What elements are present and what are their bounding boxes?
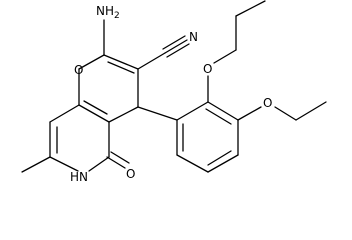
bond-ph2-ph3: [207, 101, 239, 121]
bond-nitrile-1: [164, 39, 188, 54]
bond-o1-c2: [78, 54, 105, 70]
label-ether-o1: O: [203, 62, 212, 76]
label-lactam-nh: HN: [70, 170, 88, 184]
atom-labels: NH2 N O O O HN O: [70, 4, 272, 184]
ethoxy-bonds: [207, 0, 327, 121]
bond-c3-cn: [137, 52, 166, 70]
bond-c2-c3-double: [107, 61, 135, 74]
bond-ph1-ph2: [176, 101, 209, 121]
bond-c4-ph: [137, 106, 178, 121]
bond-c4-c4a: [108, 106, 139, 123]
bond-c5-o-double: [110, 151, 130, 164]
bond-ph5-ph6: [176, 154, 209, 173]
label-carbonyl-o: O: [126, 167, 135, 181]
bond-c5-o: [106, 156, 126, 169]
bond-ph4-ph5-double: [207, 150, 232, 166]
bond-c7-methyl: [21, 156, 51, 173]
pyridinone-ring-bonds: [21, 104, 130, 173]
substituent-bonds: [103, 19, 190, 70]
bond-c8a-c8: [49, 104, 80, 123]
phenyl-ring-bonds: [137, 101, 239, 173]
bond-ph4-ph5: [207, 154, 239, 173]
molecule-drawing: NH2 N O O O HN O: [21, 0, 327, 184]
label-nitrile-n: N: [189, 30, 198, 44]
bond-c4a-c8a-double: [83, 100, 108, 115]
label-ether-o2: O: [263, 96, 272, 110]
bond-nitrile-3: [166, 43, 190, 58]
bond-ch3-tip-a: [235, 0, 266, 17]
bond-nitrile-2: [162, 35, 186, 50]
label-amino: NH2: [96, 4, 120, 21]
bond-c4a-c8a: [78, 104, 110, 123]
bond-ph3-o: [237, 106, 262, 121]
bond-c2-c3: [103, 54, 139, 70]
pyran-ring-bonds: [78, 54, 139, 123]
label-ring-o: O: [74, 63, 83, 77]
structure-canvas: NH2 N O O O HN O: [21, 0, 327, 184]
bond-ph2-ph3-double: [205, 108, 232, 125]
bond-c7-n6: [49, 156, 79, 172]
bond-ch2-ch3-b: [295, 101, 327, 121]
bond-o-ch2-b: [274, 106, 297, 121]
bond-n6-c5: [88, 156, 110, 172]
bond-o-ch2-a: [213, 49, 237, 64]
